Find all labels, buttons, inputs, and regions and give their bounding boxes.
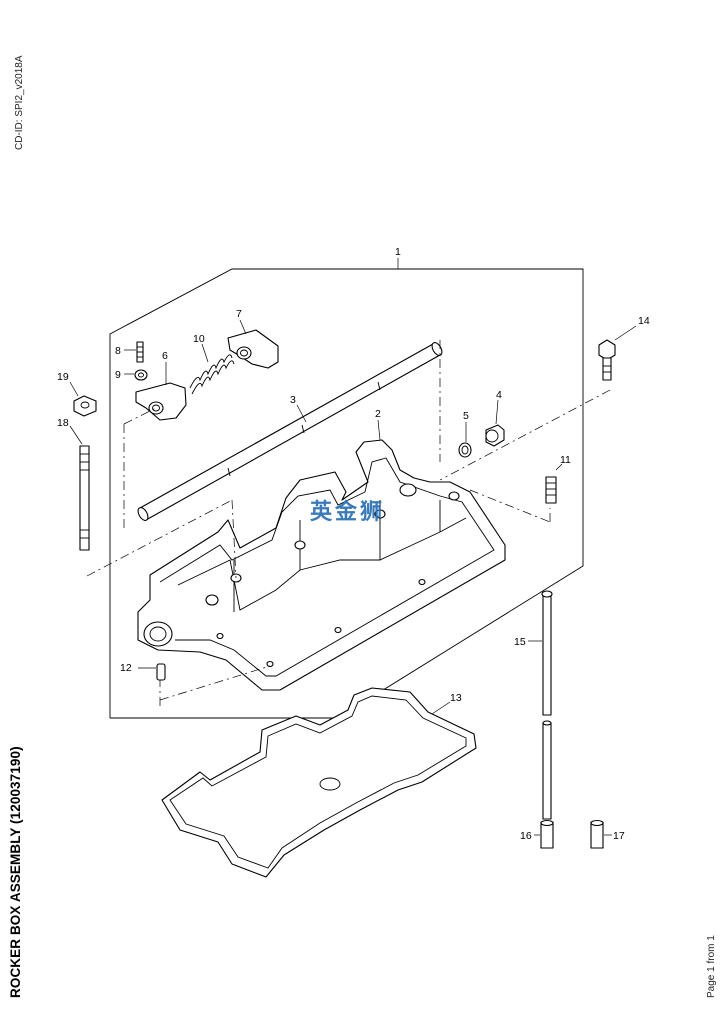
callout-7: 7	[236, 308, 242, 320]
callout-6: 6	[162, 350, 168, 362]
callout-8: 8	[115, 345, 121, 357]
adjusting-screw	[124, 341, 144, 363]
cam-follower	[590, 819, 612, 849]
callout-5: 5	[463, 410, 469, 422]
callout-11: 11	[560, 454, 571, 466]
hex-nut	[69, 381, 97, 417]
tappet	[534, 819, 554, 849]
callout-17: 17	[613, 830, 625, 842]
dowel-pin	[138, 663, 166, 681]
callout-13: 13	[450, 692, 462, 704]
callout-labels: 1 2 3 4 5 6 7 8 9 10 11 12 13 14 15 16 1…	[57, 246, 650, 842]
callout-3: 3	[290, 394, 296, 406]
rocker-shaft	[137, 342, 443, 521]
callout-16: 16	[520, 830, 532, 842]
callout-19: 19	[57, 371, 69, 383]
push-rod	[528, 590, 553, 820]
callout-9: 9	[115, 369, 121, 381]
callout-18: 18	[57, 417, 69, 429]
callout-4: 4	[496, 389, 502, 401]
callout-14: 14	[638, 315, 650, 327]
callout-2: 2	[375, 408, 381, 420]
lock-nut	[124, 369, 148, 381]
cover-gasket	[161, 687, 477, 878]
seal-ring	[458, 422, 472, 458]
long-stud	[69, 425, 90, 551]
callout-12: 12	[120, 662, 132, 674]
rocker-arm-right	[227, 319, 279, 369]
callout-15: 15	[514, 636, 526, 648]
filler-cap	[485, 399, 505, 447]
spring	[189, 343, 235, 395]
callout-10: 10	[193, 333, 205, 345]
rocker-arm-left	[135, 362, 187, 421]
watermark-text: 英金狮	[310, 500, 386, 525]
rocker-cover	[137, 419, 506, 691]
stud	[545, 463, 563, 504]
center-lines	[86, 340, 611, 708]
callout-1: 1	[395, 246, 401, 258]
bolt	[598, 325, 637, 381]
